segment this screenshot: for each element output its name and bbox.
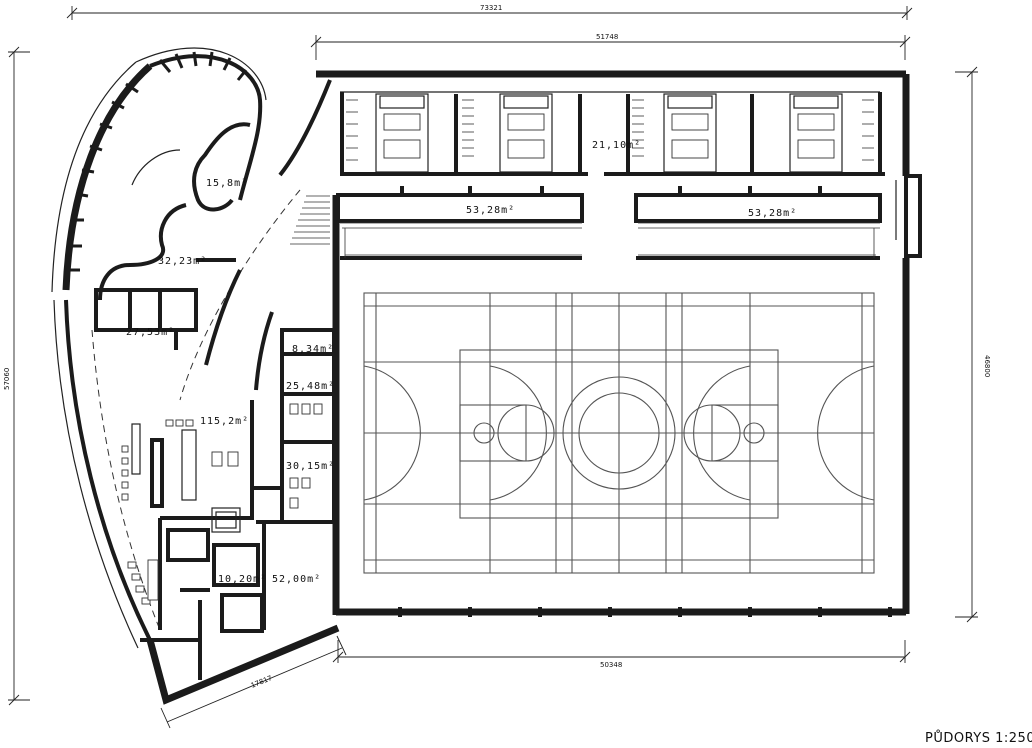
area-room-52: 52,00m² [272,574,321,585]
area-storage-left: 53,28m² [466,205,515,216]
lower-wing [140,507,340,705]
dim-overall-width: 73321 [480,4,502,12]
curved-wing [51,47,332,649]
area-room-27: 27,53m² [126,327,175,338]
service-rooms [250,328,336,524]
area-room-10: 10,20m² [218,574,267,585]
dim-wing-bottom: 17817 [250,674,274,690]
area-corridor-top: 21,10m² [592,140,641,151]
foyer-furniture [121,419,239,605]
area-room-25: 25,48m² [286,381,335,392]
hall-columns [398,290,909,617]
changing-units [346,93,874,196]
area-storage-right: 53,28m² [748,208,797,219]
area-room-32: 32,23m² [158,256,207,267]
dim-hall-width: 51748 [596,33,618,41]
dimension-lines [8,6,978,729]
dim-left-height: 57060 [3,368,11,390]
drawing-title: PŮDORYS 1:250 [925,730,1032,746]
dim-right-height: 46800 [983,355,991,377]
area-foyer: 115,2m² [200,416,249,427]
area-room-8: 8,34m² [292,344,334,355]
area-room-15: 15,8m² [206,178,248,189]
dim-court-bottom: 50348 [600,661,622,669]
sports-court [363,292,875,574]
area-room-30: 30,15m² [286,461,335,472]
